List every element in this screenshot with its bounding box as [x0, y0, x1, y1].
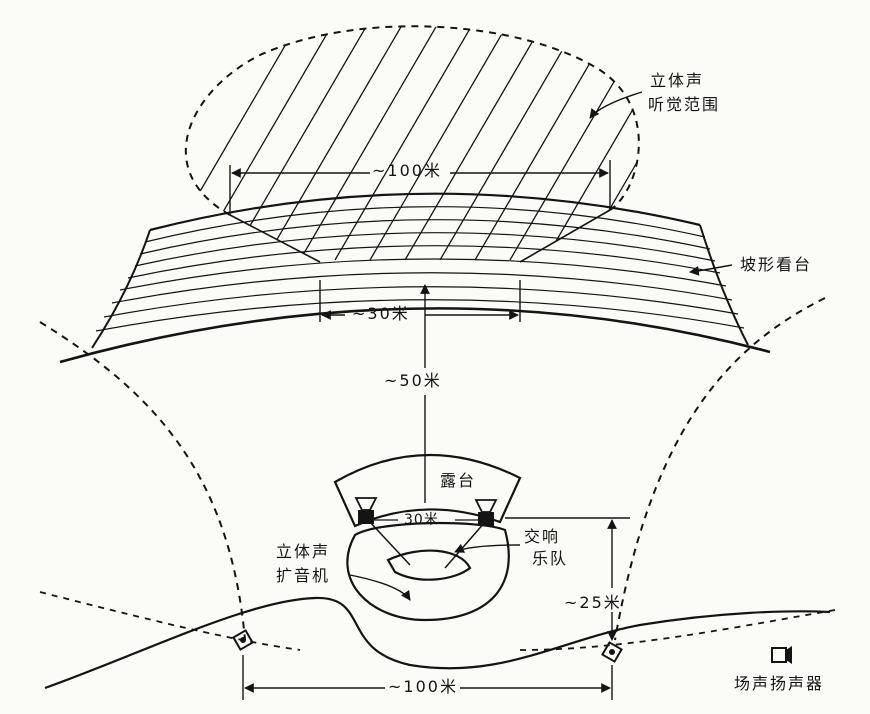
effects-speaker-icon	[601, 641, 623, 663]
dimension-25	[505, 517, 630, 641]
dimension-100-top	[229, 160, 611, 215]
orchestra-label-line1: 交响	[524, 527, 561, 546]
stereo-zone-label-line1: 立体声	[650, 71, 705, 90]
effects-speaker-label: 场声扬声器	[734, 674, 825, 693]
dimension-100-bottom-label: ~100米	[388, 677, 458, 696]
stereo-zone-label-line2: 听觉范围	[648, 95, 721, 114]
dimension-30-middle-label: ~30米	[352, 304, 410, 323]
dimension-30-stage-label: 30米	[404, 512, 439, 528]
stage-label: 露台	[440, 471, 477, 490]
coverage-boundary-right	[614, 297, 826, 641]
speaker-icon	[354, 497, 378, 524]
stereo-listening-zone	[184, 25, 640, 263]
dimension-100-bottom	[242, 655, 613, 700]
effects-speaker-legend-icon	[771, 646, 792, 664]
dimension-50-label: ~50米	[384, 371, 442, 390]
ground-line	[44, 596, 831, 690]
callout-leaders	[349, 91, 733, 601]
stage-platform	[333, 453, 522, 528]
amplifier-label-line2: 扩音机	[276, 566, 331, 585]
dimension-25-label: ~25米	[564, 593, 622, 612]
orchestra-loop	[346, 521, 510, 622]
dimension-100-top-label: ~100米	[372, 161, 442, 180]
ring-seats-label: 坡形看台	[740, 255, 813, 274]
curved-stands	[59, 192, 771, 364]
dimension-30-middle	[319, 280, 521, 322]
effects-speaker-icon	[232, 629, 254, 651]
amplifier-label-line1: 立体声	[276, 542, 331, 561]
speaker-icon	[474, 499, 498, 526]
effects-coverage-arc	[39, 591, 836, 651]
coverage-boundary-left	[39, 321, 246, 641]
orchestra-label-line2: 乐队	[532, 549, 569, 568]
